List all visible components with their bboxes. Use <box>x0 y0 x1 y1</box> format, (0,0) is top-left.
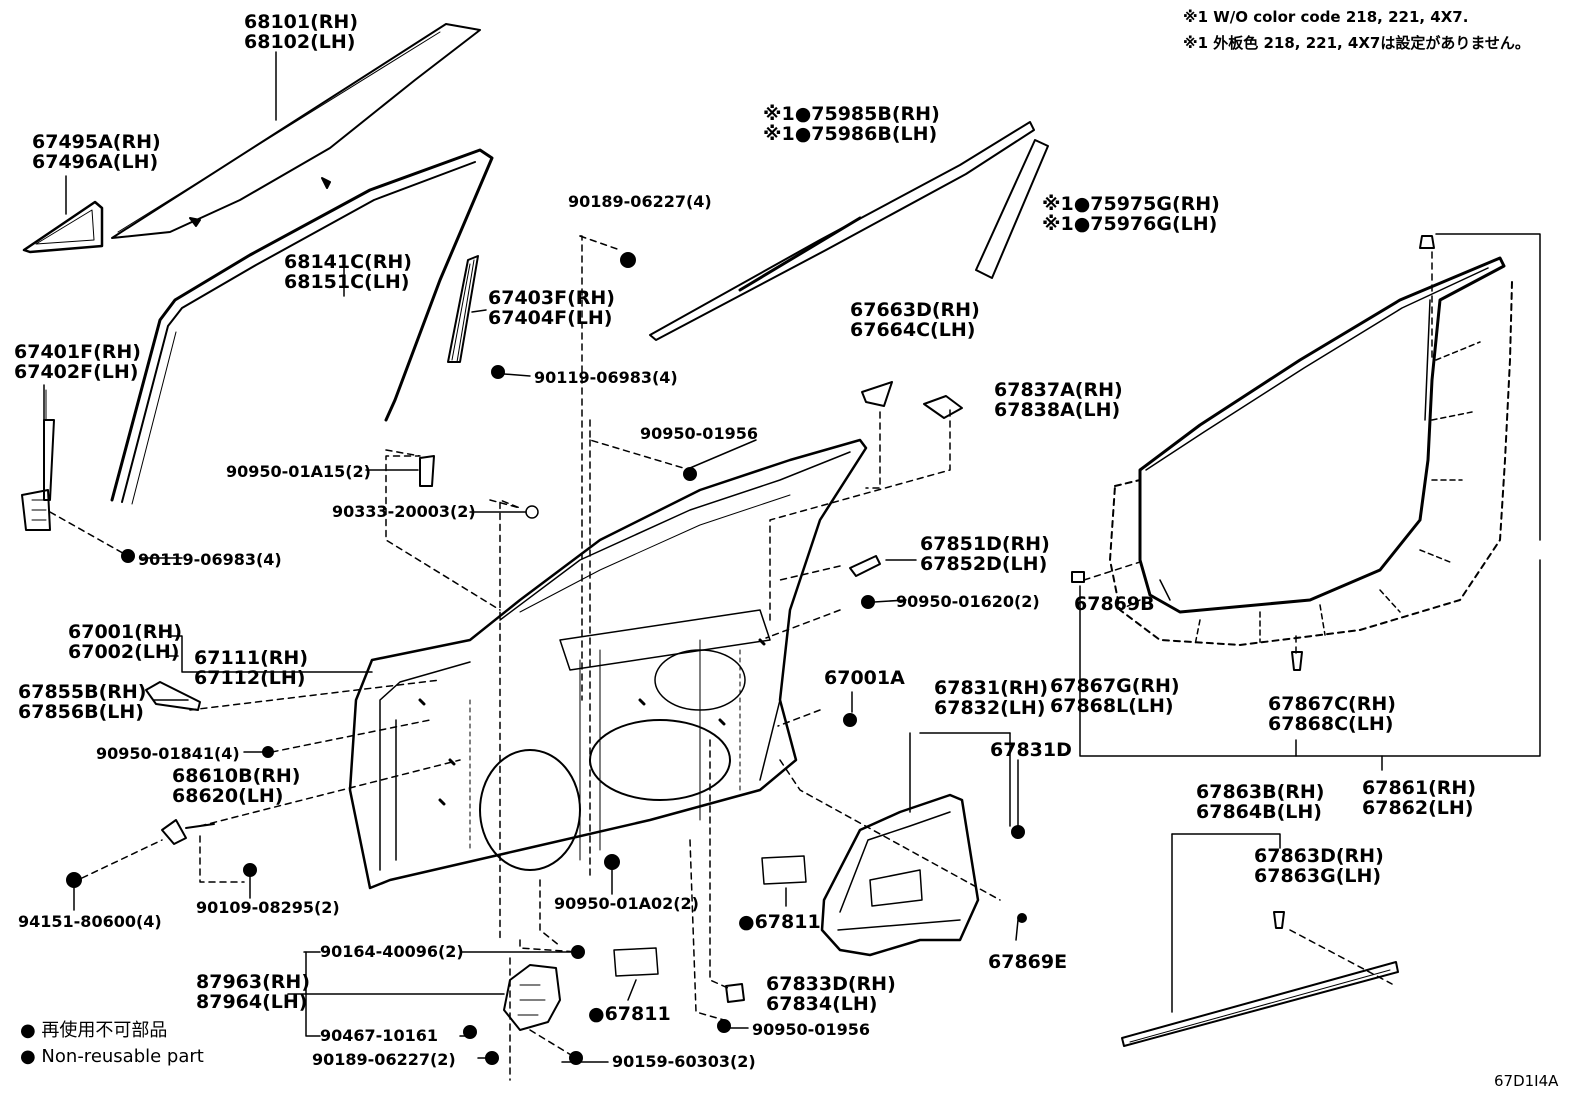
door-lock <box>503 964 561 1031</box>
bracket-67837a <box>923 395 963 419</box>
clip-67863d <box>1273 911 1285 929</box>
bracket-lines <box>167 233 1541 1037</box>
label-87963: 87963(RH)87964(LH) <box>196 971 310 1013</box>
clip-top <box>1419 235 1435 249</box>
label-67831: 67831(RH)67832(LH) <box>934 677 1048 719</box>
label-90164-40096: 90164-40096(2) <box>320 942 464 961</box>
door-panel <box>348 438 868 890</box>
label-67861: 67861(RH)67862(LH) <box>1362 777 1476 819</box>
label-67867g: 67867G(RH)67868L(LH) <box>1050 675 1180 717</box>
label-90467-10161: 90467-10161 <box>320 1026 438 1045</box>
label-90950-01956-bottom: 90950-01956 <box>752 1020 870 1039</box>
label-90950-01a15: 90950-01A15(2) <box>226 462 371 481</box>
clip-67867c <box>1291 651 1303 671</box>
label-67867c: 67867C(RH)67868C(LH) <box>1268 693 1396 735</box>
label-90159-60303: 90159-60303(2) <box>612 1052 756 1071</box>
door-check <box>161 819 215 845</box>
label-68141c: 68141C(RH)68151C(LH) <box>284 251 412 293</box>
note-jp: ※1 外板色 218, 221, 4X7は設定がありません。 <box>1183 34 1530 52</box>
service-hole-cover <box>820 793 980 957</box>
clip-67833d <box>725 983 745 1003</box>
label-90189-06227-4: 90189-06227(4) <box>568 192 712 211</box>
legend-en: ● Non-reusable part <box>20 1046 204 1067</box>
label-67495a: 67495A(RH)67496A(LH) <box>32 131 161 173</box>
plug-90333 <box>525 505 539 519</box>
label-67855b: 67855B(RH)67856B(LH) <box>18 681 147 723</box>
label-90333-20003: 90333-20003(2) <box>332 502 476 521</box>
label-90189-06227-2: 90189-06227(2) <box>312 1050 456 1069</box>
label-90950-01a02: 90950-01A02(2) <box>554 894 699 913</box>
label-67833d: 67833D(RH)67834(LH) <box>766 973 896 1015</box>
label-67001: 67001(RH)67002(LH) <box>68 621 182 663</box>
clip-67867g <box>1071 571 1085 583</box>
label-67831d: 67831D <box>990 739 1072 761</box>
label-67811-lower: ●67811 <box>588 1003 671 1025</box>
bracket-67855b <box>145 681 201 711</box>
fasteners <box>66 252 1027 1065</box>
label-67863b: 67863B(RH)67864B(LH) <box>1196 781 1325 823</box>
label-67403f: 67403F(RH)67404F(LH) <box>488 287 615 329</box>
cap-67663d <box>861 381 893 407</box>
label-67851d: 67851D(RH)67852D(LH) <box>920 533 1050 575</box>
legend-jp: ● 再使用不可部品 <box>20 1020 168 1041</box>
label-67111: 67111(RH)67112(LH) <box>194 647 308 689</box>
label-90119-06983-top: 90119-06983(4) <box>534 368 678 387</box>
pillar-moulding <box>975 139 1049 279</box>
door-glass <box>111 23 481 239</box>
diagram-code: 67D1I4A <box>1494 1072 1559 1090</box>
door-weatherstrip <box>1138 256 1506 614</box>
seal-67811a <box>761 855 807 885</box>
label-67863d: 67863D(RH)67863G(LH) <box>1254 845 1384 887</box>
seal-67811b <box>613 947 659 977</box>
corner-piece <box>22 200 104 254</box>
label-67811-upper: ●67811 <box>738 911 821 933</box>
label-75985b: ※1●75985B(RH)※1●75986B(LH) <box>763 103 940 145</box>
label-90950-01841: 90950-01841(4) <box>96 744 240 763</box>
plug-90950-01a15 <box>419 455 435 487</box>
window-regulator <box>21 419 55 531</box>
leader-lines <box>43 51 1019 1063</box>
label-67401f: 67401F(RH)67402F(LH) <box>14 341 141 383</box>
label-90109-08295: 90109-08295(2) <box>196 898 340 917</box>
glass-run <box>110 148 494 502</box>
label-67869b: 67869B <box>1074 593 1155 615</box>
label-67869e: 67869E <box>988 951 1068 973</box>
belt-moulding <box>649 121 1035 341</box>
outer-seal <box>1109 281 1513 646</box>
label-67663d: 67663D(RH)67664C(LH) <box>850 299 980 341</box>
scuff-plate <box>1121 961 1399 1047</box>
label-90950-01620: 90950-01620(2) <box>896 592 1040 611</box>
label-68101: 68101(RH)68102(LH) <box>244 11 358 53</box>
label-90950-01956-top: 90950-01956 <box>640 424 758 443</box>
rear-channel <box>447 255 479 363</box>
label-75975g: ※1●75975G(RH)※1●75976G(LH) <box>1042 193 1220 235</box>
note-en: ※1 W/O color code 218, 221, 4X7. <box>1183 8 1469 26</box>
bracket-67851d <box>849 555 881 577</box>
label-67001a: 67001A <box>824 667 905 689</box>
assembly-lines <box>49 235 1433 1081</box>
label-94151-80600: 94151-80600(4) <box>18 912 162 931</box>
label-90119-06983-left: 90119-06983(4) <box>138 550 282 569</box>
label-67837a: 67837A(RH)67838A(LH) <box>994 379 1123 421</box>
label-68610b: 68610B(RH)68620(LH) <box>172 765 301 807</box>
